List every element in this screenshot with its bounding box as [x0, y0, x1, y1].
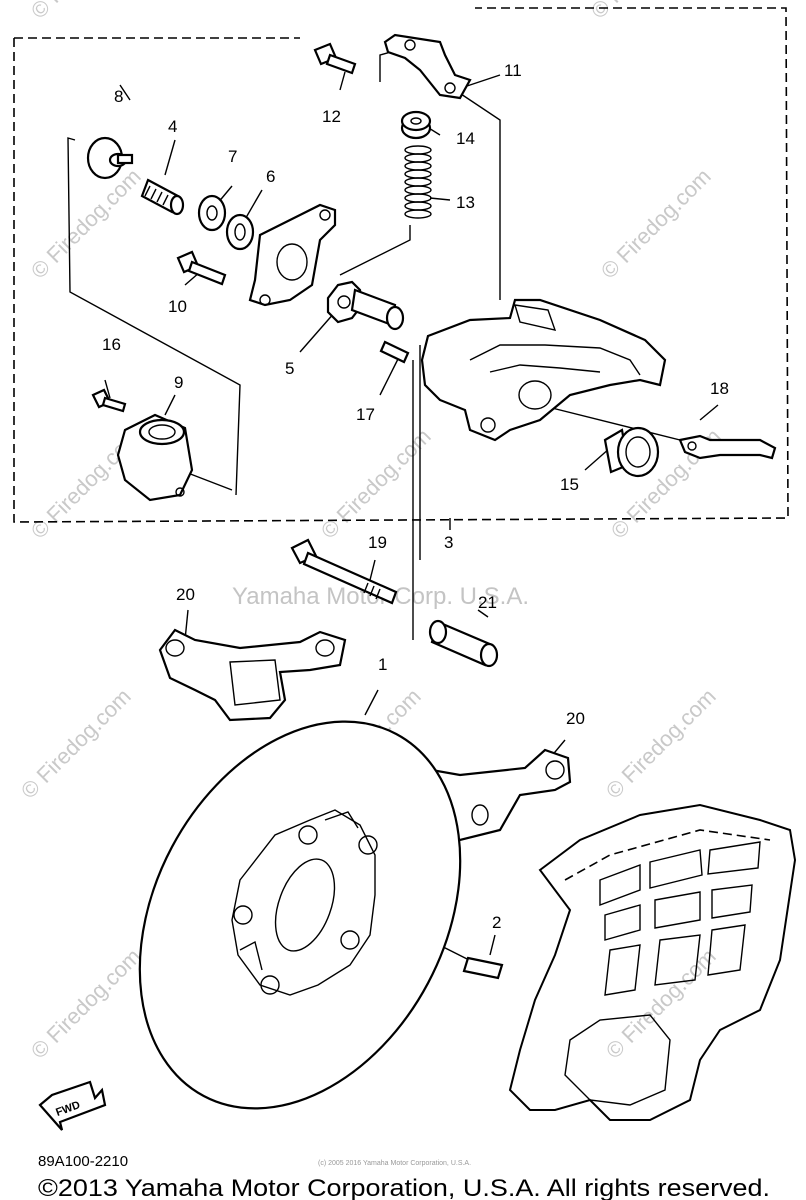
label-part-10: 10 — [168, 297, 187, 316]
part-17-pin — [379, 340, 410, 364]
part-mounting-bracket — [508, 803, 797, 1121]
watermark-12: © Firedog.com — [26, 0, 146, 24]
label-part-1: 1 — [378, 655, 387, 674]
watermark-13: © Firedog.com — [586, 0, 706, 24]
tiny-copyright: (c) 2005 2016 Yamaha Motor Corporation, … — [318, 1160, 471, 1167]
label-part-5: 5 — [285, 359, 294, 378]
part-13-spring — [404, 145, 432, 219]
label-part-20-lower: 20 — [566, 709, 585, 728]
part-5-actuator-shaft — [326, 280, 405, 331]
part-18-clip — [678, 434, 777, 460]
diagram-code: 89A100-2210 — [38, 1153, 128, 1170]
fwd-arrow-icon: FWD — [38, 1080, 107, 1131]
watermark-8: © Firedog.com — [601, 684, 721, 804]
label-part-2: 2 — [492, 913, 501, 932]
copyright-notice: ©2013 Yamaha Motor Corporation, U.S.A. A… — [38, 1175, 770, 1200]
label-part-7: 7 — [228, 147, 237, 166]
label-part-8: 8 — [114, 87, 123, 106]
part-7-washer — [197, 194, 227, 232]
label-part-11: 11 — [504, 61, 522, 80]
watermark-2: © Firedog.com — [596, 164, 716, 284]
part-4-adjuster-screw — [140, 178, 185, 216]
part-15-piston — [603, 426, 660, 478]
label-part-16: 16 — [102, 335, 121, 354]
part-19-long-bolt — [290, 538, 398, 605]
part-10-bolt — [176, 250, 227, 286]
part-6-ring — [225, 213, 255, 251]
label-part-6: 6 — [266, 167, 275, 186]
label-part-21: 21 — [478, 593, 497, 612]
label-part-9: 9 — [174, 373, 183, 392]
part-1-brake-disc — [138, 720, 462, 1110]
label-part-12: 12 — [322, 107, 341, 126]
label-part-17: 17 — [356, 405, 375, 424]
label-part-18: 18 — [710, 379, 729, 398]
part-16-screw — [91, 388, 127, 413]
label-part-19: 19 — [368, 533, 387, 552]
label-part-3: 3 — [444, 533, 453, 552]
part-20-pad-upper — [158, 628, 347, 722]
assembly-boundary — [13, 7, 789, 530]
watermark-4: © Firedog.com — [316, 424, 436, 544]
label-part-4: 4 — [168, 117, 177, 136]
part-caliper-body — [420, 298, 667, 442]
part-21-sleeve — [428, 619, 499, 668]
part-labels: 1 2 3 4 5 6 7 8 9 10 11 12 13 14 15 16 1… — [102, 61, 729, 932]
label-part-14: 14 — [456, 129, 475, 148]
part-8-knob — [86, 136, 134, 180]
part-cam-plate — [248, 203, 337, 307]
watermark-1: © Firedog.com — [26, 164, 146, 284]
watermark-9: © Firedog.com — [26, 944, 146, 1064]
part-14-nut — [400, 110, 432, 140]
label-part-15: 15 — [560, 475, 579, 494]
watermark-11: © Firedog.com — [601, 944, 721, 1064]
label-part-20-upper: 20 — [176, 585, 195, 604]
part-2-key — [462, 956, 504, 980]
parts — [86, 33, 797, 1121]
part-11-bracket — [383, 33, 472, 100]
part-12-bolt — [313, 42, 357, 75]
watermark-6: © Firedog.com — [16, 684, 136, 804]
label-part-13: 13 — [456, 193, 475, 212]
part-9-cylinder — [116, 413, 194, 502]
